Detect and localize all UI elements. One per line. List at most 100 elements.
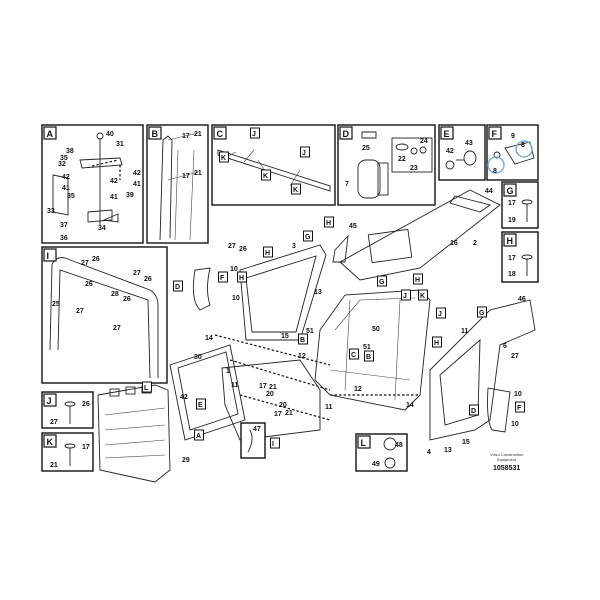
highlight-ring xyxy=(487,156,505,174)
part-number-42: 42 xyxy=(446,148,454,155)
part-number-45: 45 xyxy=(349,223,357,230)
reference-letter-f: F xyxy=(220,275,225,282)
bracket-47 xyxy=(240,422,266,459)
part-number-19: 19 xyxy=(508,217,516,224)
detail-f-drawing xyxy=(487,140,535,174)
part-number-27: 27 xyxy=(228,243,236,250)
panel-letter-e: E xyxy=(444,129,450,139)
reference-letter-box xyxy=(377,275,387,287)
part-number-42: 42 xyxy=(180,394,188,401)
part-number-4: 4 xyxy=(427,449,431,456)
part-number-7: 7 xyxy=(345,181,349,188)
reference-letter-box xyxy=(270,437,280,449)
reference-letter-d: D xyxy=(471,408,476,415)
part-number-42: 42 xyxy=(110,178,118,185)
part-number-17: 17 xyxy=(508,255,516,262)
part-number-3: 3 xyxy=(292,243,296,250)
part-number-46: 46 xyxy=(518,296,526,303)
right-side-panel xyxy=(429,299,536,441)
reference-letter-box xyxy=(173,280,183,292)
reference-letter-box xyxy=(300,146,310,158)
reference-letter-box xyxy=(413,273,423,285)
left-side-frame xyxy=(192,234,349,341)
part-number-17: 17 xyxy=(82,444,90,451)
part-number-11: 11 xyxy=(461,328,469,335)
part-number-34: 34 xyxy=(98,225,106,232)
panel-letter-j: J xyxy=(47,396,52,406)
reference-letter-c: C xyxy=(351,352,356,359)
panel-letter-box xyxy=(43,393,57,407)
part-number-24: 24 xyxy=(420,138,428,145)
panel-letter-box xyxy=(213,126,227,140)
part-number-37: 37 xyxy=(60,222,68,229)
part-number-11: 11 xyxy=(325,404,333,411)
part-number-42: 42 xyxy=(62,174,70,181)
part-number-38: 38 xyxy=(66,148,74,155)
detail-a-drawing xyxy=(52,132,123,225)
part-number-17: 17 xyxy=(274,411,282,418)
reference-letter-box xyxy=(291,183,301,195)
detail-e-drawing xyxy=(445,150,477,170)
part-number-27: 27 xyxy=(50,419,58,426)
part-number-12: 12 xyxy=(354,386,362,393)
part-number-8: 8 xyxy=(521,142,525,149)
reference-letter-box xyxy=(469,404,479,416)
reference-letter-f: F xyxy=(517,405,522,412)
highlight-ring xyxy=(515,140,533,158)
panel-letter-box xyxy=(148,126,162,140)
panel-letter-h: H xyxy=(507,236,514,246)
part-number-51: 51 xyxy=(306,328,314,335)
part-number-10: 10 xyxy=(514,391,522,398)
part-number-9: 9 xyxy=(511,133,515,140)
panel-letter-k: K xyxy=(47,437,54,447)
part-number-15: 15 xyxy=(462,439,470,446)
part-number-27: 27 xyxy=(113,325,121,332)
panel-letter-b: B xyxy=(152,129,159,139)
part-number-35: 35 xyxy=(60,155,68,162)
detail-g-h-drawing xyxy=(521,199,533,276)
reference-letter-b: B xyxy=(366,354,371,361)
reference-letter-box xyxy=(436,307,446,319)
panel-letter-box xyxy=(43,248,57,262)
reference-letter-box xyxy=(401,289,411,301)
reference-letter-j: J xyxy=(252,131,256,138)
reference-letter-k: K xyxy=(263,173,268,180)
roof-panel xyxy=(339,189,501,281)
part-number-25: 25 xyxy=(362,145,370,152)
part-number-26: 26 xyxy=(123,296,131,303)
part-number-20: 20 xyxy=(266,391,274,398)
door xyxy=(169,344,321,441)
brand-line-1: Volvo Construction xyxy=(490,452,523,457)
reference-letter-j: J xyxy=(302,150,306,157)
part-number-33: 33 xyxy=(47,208,55,215)
reference-letter-box xyxy=(218,271,228,283)
part-number-16: 16 xyxy=(450,240,458,247)
reference-letter-l: L xyxy=(144,385,149,392)
part-number-31: 31 xyxy=(116,141,124,148)
reference-letter-box xyxy=(432,336,442,348)
part-number-2: 2 xyxy=(473,240,477,247)
part-number-27: 27 xyxy=(76,308,84,315)
part-number-51: 51 xyxy=(363,344,371,351)
panel-letter-c: C xyxy=(217,129,224,139)
part-number-29: 29 xyxy=(182,457,190,464)
part-number-1: 1 xyxy=(226,368,230,375)
reference-letter-box xyxy=(477,306,487,318)
part-number-22: 22 xyxy=(398,156,406,163)
part-number-48: 48 xyxy=(395,442,403,449)
part-number-15: 15 xyxy=(281,333,289,340)
part-number-21: 21 xyxy=(269,384,277,391)
part-number-17: 17 xyxy=(259,383,267,390)
part-number-10: 10 xyxy=(232,295,240,302)
reference-letter-b: B xyxy=(300,337,305,344)
panel-letter-a: A xyxy=(47,129,54,139)
part-number-26: 26 xyxy=(92,256,100,263)
reference-letter-h: H xyxy=(265,250,270,257)
panel-letter-box xyxy=(43,126,57,140)
part-number-47: 47 xyxy=(253,426,261,433)
part-number-35: 35 xyxy=(67,193,75,200)
part-number-12: 12 xyxy=(298,353,306,360)
